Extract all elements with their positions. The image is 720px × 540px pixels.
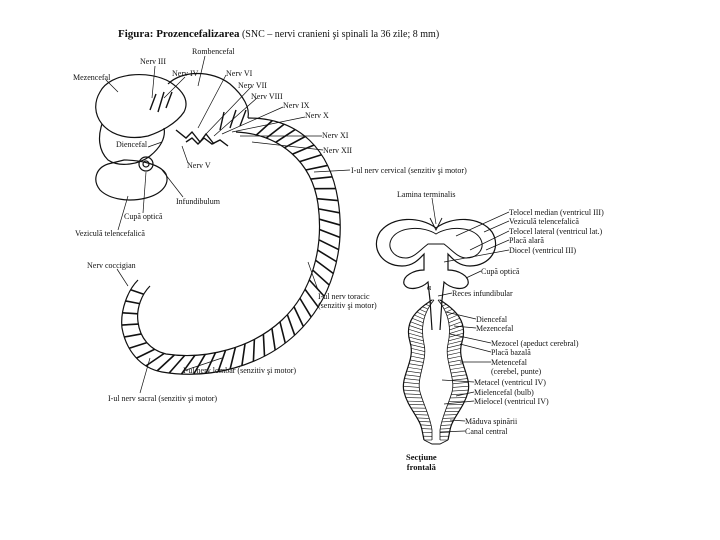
label-diocel: Diocel (ventricul III) xyxy=(509,246,577,255)
label-maduva-spinarii: Măduva spinării xyxy=(465,417,518,426)
label-rombencefal: Rombencefal xyxy=(192,47,235,56)
figure-title-bold: Figura: Prozencefalizarea xyxy=(118,28,240,40)
label-nerv-x: Nerv X xyxy=(305,111,329,120)
wall-hatching xyxy=(403,299,469,441)
label-nerv-vi: Nerv VI xyxy=(226,69,253,78)
label-nerv-xii: Nerv XII xyxy=(323,146,353,155)
label-placa-bazala: Placă bazală xyxy=(491,348,531,357)
label-placa-alara: Placă alară xyxy=(509,236,544,245)
section-caption-line1: Secţiune xyxy=(406,452,437,462)
label-nerv-ix: Nerv IX xyxy=(283,101,310,110)
label-nerv-toracic-2: (senzitiv şi motor) xyxy=(318,301,377,310)
label-nerv-lombar: I-ul nerv lombar (senzitiv şi motor) xyxy=(183,366,297,375)
label-nerv-toracic-1: I-ul nerv toracic xyxy=(318,292,370,301)
section-leader-lines xyxy=(431,197,510,433)
label-telocel-median: Telocel median (ventricul III) xyxy=(509,208,604,217)
label-metencefal-2: (cerebel, punte) xyxy=(491,367,542,376)
figure-title-rest: (SNC – nervi cranieni şi spinali la 36 z… xyxy=(241,29,440,40)
label-nerv-iii: Nerv III xyxy=(140,57,166,66)
label-nerv-viii: Nerv VIII xyxy=(251,92,283,101)
telencephalon-inner xyxy=(389,228,483,259)
label-nerv-v: Nerv V xyxy=(187,161,211,170)
brain-tube-left xyxy=(402,299,433,441)
frontal-section-drawing xyxy=(375,217,497,445)
rombencefal-shape xyxy=(167,73,249,119)
telencefalic-vesicle-shape xyxy=(95,159,168,201)
label-mielocel: Mielocel (ventricul IV) xyxy=(474,397,549,406)
section-caption-line2: frontală xyxy=(406,462,436,472)
label-nerv-xi: Nerv XI xyxy=(322,131,349,140)
label-diencefal: Diencefal xyxy=(116,140,148,149)
label-metencefal-1: Metencefal xyxy=(491,358,527,367)
mezencefal-shape xyxy=(95,73,187,139)
label-sect-mezencefal: Mezencefal xyxy=(476,324,514,333)
label-mielencefal: Mielencefal (bulb) xyxy=(474,388,534,397)
spinal-cord-inner xyxy=(137,131,321,357)
label-metacel: Metacel (ventricul IV) xyxy=(474,378,546,387)
label-sect-vezicula-telencefalica: Veziculă telencefalică xyxy=(509,217,579,226)
figure-title: Figura: Prozencefalizarea (SNC – nervi c… xyxy=(118,28,439,40)
label-mezencefal: Mezencefal xyxy=(73,73,111,82)
spinal-nerve-ganglia xyxy=(121,120,341,375)
label-mezocel: Mezocel (apeduct cerebral) xyxy=(491,339,579,348)
label-canal-central: Canal central xyxy=(465,427,508,436)
label-sect-cupa-optica: Cupă optică xyxy=(481,267,520,276)
embryo-leader-lines xyxy=(105,55,351,394)
diencefal-shape xyxy=(98,123,165,165)
label-infundibulum: Infundibulum xyxy=(176,197,220,206)
optic-cup-shape xyxy=(138,156,154,172)
label-alpha: α xyxy=(427,283,432,292)
telencephalon-outer xyxy=(375,218,437,331)
cranial-nerves xyxy=(149,91,247,147)
label-vezicula-telencefalica: Veziculă telencefalică xyxy=(75,229,145,238)
label-nerv-cervical: I-ul nerv cervical (senzitiv şi motor) xyxy=(351,166,467,175)
section-caption: Secţiune frontală xyxy=(406,452,437,472)
label-reces-infundibular: Reces infundibular xyxy=(452,289,513,298)
label-cupa-optica: Cupă optică xyxy=(124,212,163,221)
label-nerv-iv: Nerv IV xyxy=(172,69,199,78)
label-nerv-coccigian: Nerv coccigian xyxy=(87,261,136,270)
label-lamina-terminalis: Lamina terminalis xyxy=(397,190,456,199)
embryo-drawing xyxy=(95,73,341,375)
label-sect-diencefal: Diencefal xyxy=(476,315,508,324)
spinal-cord-outer xyxy=(121,117,341,375)
label-nerv-sacral: I-ul nerv sacral (senzitiv şi motor) xyxy=(108,394,218,403)
label-telocel-lateral: Telocel lateral (ventricul lat.) xyxy=(509,227,603,236)
label-nerv-vii: Nerv VII xyxy=(238,81,267,90)
